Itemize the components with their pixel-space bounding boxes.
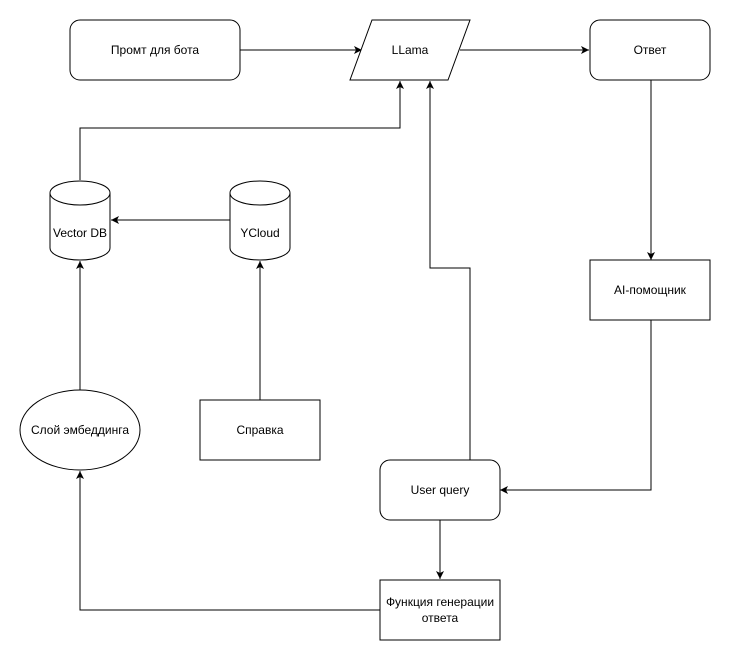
edge-vectordb-to-llama	[79, 81, 404, 180]
node-ycloud-label: YCloud	[240, 226, 279, 240]
node-prompt-label: Промт для бота	[111, 43, 200, 57]
node-user-query-label: User query	[411, 483, 470, 497]
node-answer: Ответ	[589, 19, 711, 81]
node-embedding: Слой эмбеддинга	[19, 389, 141, 471]
node-prompt: Промт для бота	[69, 19, 241, 81]
edge-assistant-to-userquery	[500, 320, 652, 494]
node-ycloud-body	[229, 180, 291, 261]
node-user-query-box	[379, 459, 501, 521]
node-answer-label: Ответ	[634, 43, 667, 57]
node-embedding-shape	[19, 389, 141, 471]
node-generation: Функция генерации ответа	[379, 579, 501, 641]
node-embedding-label: Слой эмбеддинга	[31, 423, 129, 437]
edges	[76, 46, 655, 611]
node-assistant-label: AI-помощник	[614, 283, 687, 297]
node-ycloud: YCloud	[229, 180, 291, 261]
node-llama-shape	[349, 19, 471, 81]
node-vector-db-label: Vector DB	[53, 226, 107, 240]
node-llama: LLama	[349, 19, 471, 81]
node-vector-db-body	[49, 180, 111, 261]
node-generation-label-line1: Функция генерации	[386, 595, 494, 609]
node-vector-db-rim	[49, 192, 111, 206]
node-prompt-box	[69, 19, 241, 81]
node-generation-label-line2: ответа	[422, 611, 459, 625]
node-ycloud-rim	[229, 192, 291, 206]
node-user-query: User query	[379, 459, 501, 521]
edge-generation-to-embedding	[76, 471, 380, 611]
node-generation-box	[379, 579, 501, 641]
node-reference-label: Справка	[236, 423, 283, 437]
node-llama-label: LLama	[392, 43, 429, 57]
node-vector-db: Vector DB	[49, 180, 111, 261]
node-assistant: AI-помощник	[589, 259, 711, 321]
edge-userquery-to-llama	[426, 81, 471, 460]
node-reference-box	[199, 399, 321, 461]
node-answer-box	[589, 19, 711, 81]
node-reference: Справка	[199, 399, 321, 461]
node-assistant-box	[589, 259, 711, 321]
